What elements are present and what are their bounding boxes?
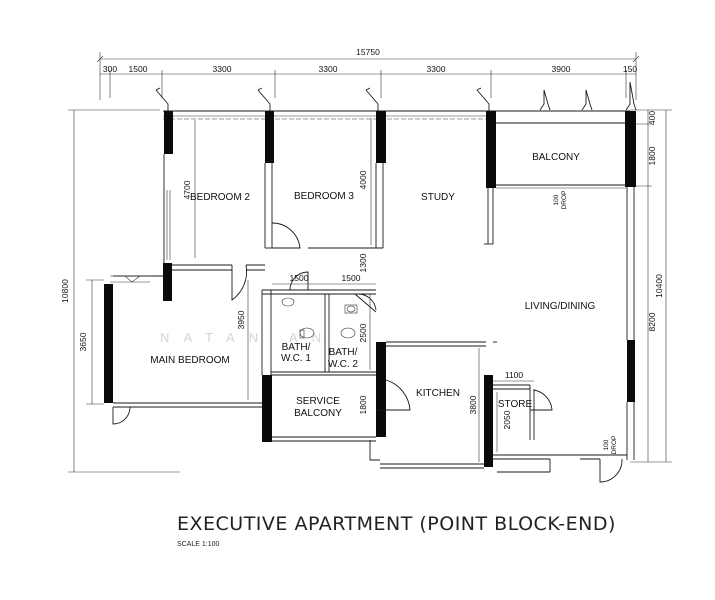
entry-drop-value: 100 (603, 439, 610, 450)
dim-main-bedroom-depth: 3950 (236, 310, 246, 329)
top-dimension-chain: 15750 300 1500 3300 3300 3300 3900 150 (96, 47, 640, 100)
dim-bedroom3-depth: 4000 (358, 170, 368, 189)
dim-total-width: 15750 (356, 47, 380, 57)
room-label-bath1-line2: W.C. 1 (281, 353, 311, 364)
room-label-balcony: BALCONY (532, 152, 580, 163)
balcony-drop-label: DROP (561, 191, 568, 210)
room-labels: BEDROOM 2 BEDROOM 3 STUDY BALCONY LIVING… (150, 152, 595, 419)
dim-top-5: 3300 (427, 64, 446, 74)
room-label-service-line1: SERVICE (296, 396, 340, 407)
dim-store-depth: 2050 (502, 410, 512, 429)
plan-title: EXECUTIVE APARTMENT (POINT BLOCK-END) (177, 513, 616, 535)
dim-bath-depth: 2500 (358, 323, 368, 342)
room-label-bath2-line2: W.C. 2 (328, 359, 358, 370)
dim-bath-width-2: 1500 (342, 273, 361, 283)
dim-top-2: 1500 (129, 64, 148, 74)
room-label-bath2-line1: BATH/ (329, 347, 358, 358)
room-label-bedroom3: BEDROOM 3 (294, 191, 354, 202)
watermark: NATAN AN (160, 330, 335, 345)
dim-top-7: 150 (623, 64, 637, 74)
dim-kitchen-depth: 3800 (468, 395, 478, 414)
dim-left-total: 10800 (60, 279, 70, 303)
dim-right-living: 8200 (647, 312, 657, 331)
partitions (113, 154, 635, 473)
room-label-store: STORE (498, 399, 533, 410)
dim-right-top: 400 (647, 111, 657, 125)
room-label-service-line2: BALCONY (294, 408, 342, 419)
drop-markers: 100 DROP 100 DROP (553, 191, 618, 455)
fixtures (110, 275, 358, 339)
internal-dimensions: 4700 4000 1500 1500 1300 2500 3950 1800 … (182, 118, 534, 462)
dim-left-main: 3650 (78, 332, 88, 351)
dim-top-1: 300 (103, 64, 117, 74)
room-label-study: STUDY (421, 192, 455, 203)
structural-columns (104, 111, 636, 467)
dim-corridor: 1300 (358, 253, 368, 272)
dim-right-balcony: 1800 (647, 146, 657, 165)
room-label-bath1-line1: BATH/ (282, 342, 311, 353)
balcony-drop-value: 100 (553, 194, 560, 205)
room-label-main-bedroom: MAIN BEDROOM (150, 355, 229, 366)
right-dimension-chain: 10400 400 1800 8200 (630, 109, 672, 463)
room-label-bedroom2: BEDROOM 2 (190, 192, 250, 203)
doors (112, 222, 623, 483)
dim-right-total: 10400 (654, 274, 664, 298)
dim-top-3: 3300 (213, 64, 232, 74)
room-label-kitchen: KITCHEN (416, 388, 460, 399)
dim-bedroom2-depth: 4700 (182, 180, 192, 199)
facade-ledge (155, 81, 637, 124)
dim-top-6: 3900 (552, 64, 571, 74)
entry-drop-label: DROP (611, 436, 618, 455)
dim-service-depth: 1800 (358, 395, 368, 414)
room-label-living-dining: LIVING/DINING (525, 301, 596, 312)
dim-bath-width-1: 1500 (290, 273, 309, 283)
dim-top-4: 3300 (319, 64, 338, 74)
left-dimension-chain: 10800 3650 (60, 109, 180, 473)
dim-store-width: 1100 (505, 370, 524, 380)
plan-scale: SCALE 1:100 (177, 541, 220, 548)
